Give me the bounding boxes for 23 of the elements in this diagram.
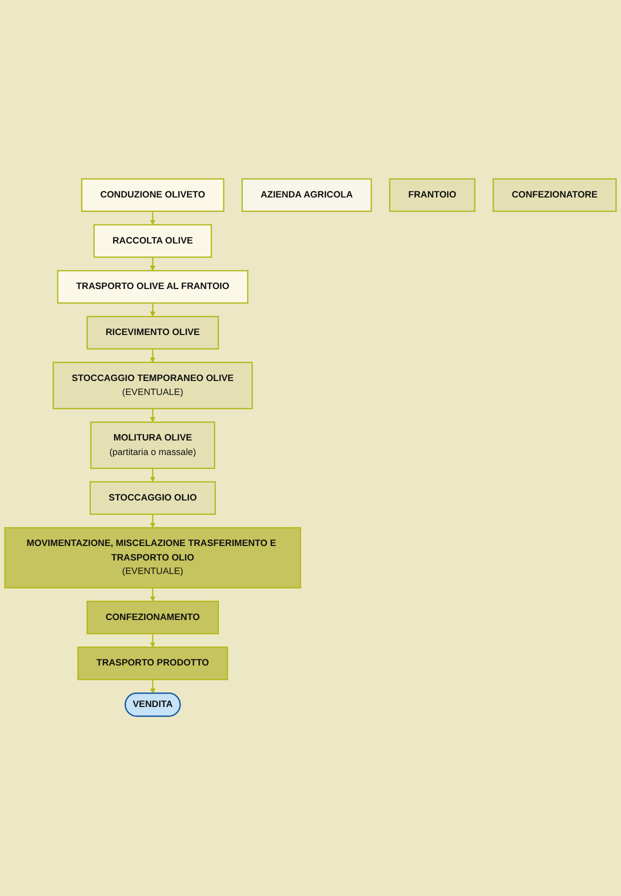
arrow [150, 468, 156, 483]
arrow [150, 212, 156, 226]
node-box: CONDUZIONE OLIVETO [81, 178, 224, 212]
node-box: RACCOLTA OLIVE [93, 224, 212, 258]
node-box: RICEVIMENTO OLIVE [86, 316, 219, 350]
arrow [150, 303, 156, 318]
node-box: CONFEZIONATORE [492, 178, 617, 212]
node-box: STOCCAGGIO TEMPORANEO OLIVE (EVENTUALE) [52, 362, 253, 410]
arrow [150, 258, 156, 272]
node-box: MOVIMENTAZIONE, MISCELAZIONE TRASFERIMENTO E TRASPORTO OLIO (EVENTUALE) [4, 528, 302, 589]
node-box: CONFEZIONAMENTO [86, 601, 219, 635]
node-box: MOLITURA OLIVE (partitaria o massale) [90, 422, 216, 470]
arrow [150, 514, 156, 528]
node-box: TRASPORTO OLIVE AL FRANTOIO [57, 270, 248, 304]
node-box: AZIENDA AGRICOLA [242, 178, 372, 212]
arrow [150, 680, 156, 694]
arrow [150, 588, 156, 602]
node-box: TRASPORTO PRODOTTO [77, 647, 228, 681]
node-box: FRANTOIO [389, 178, 476, 212]
arrow [150, 409, 156, 423]
arrow [150, 634, 156, 648]
arrow [150, 349, 156, 364]
node-box: STOCCAGGIO OLIO [90, 482, 216, 516]
